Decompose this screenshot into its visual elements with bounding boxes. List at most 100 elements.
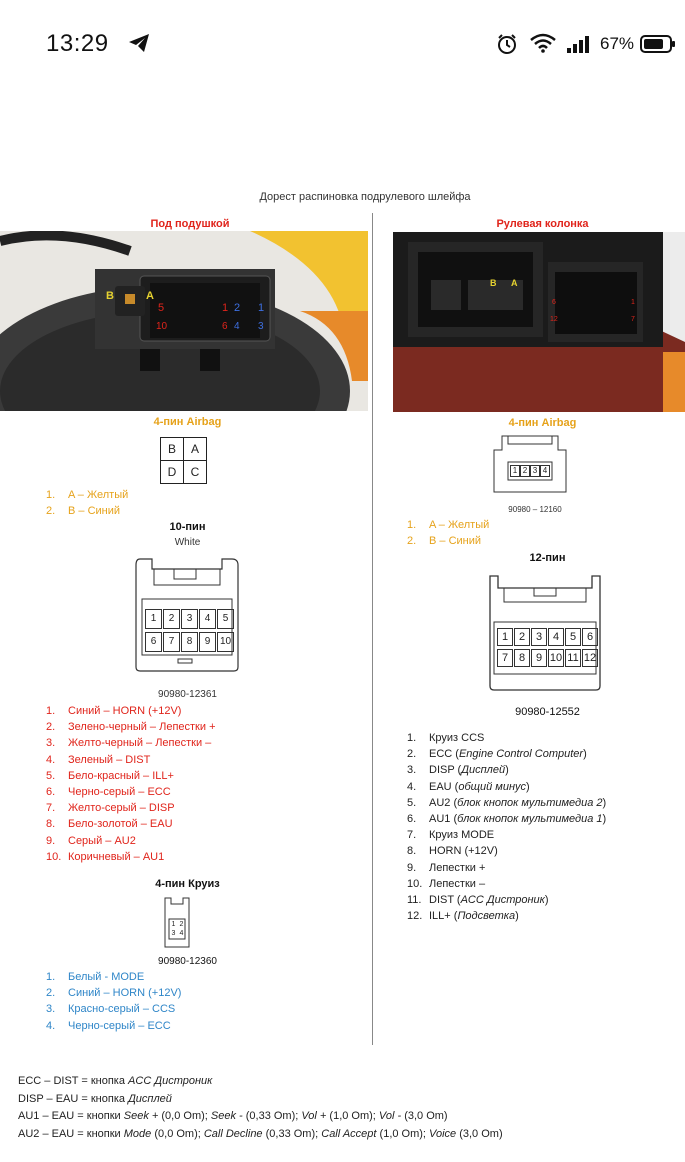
note-emphasis: ACC Дистроник <box>128 1075 213 1087</box>
cruise-connector-diagram: 1 2 3 4 <box>162 895 192 951</box>
list-item: 10.Лепестки – <box>407 876 606 892</box>
right-airbag-connector-diagram: 1 2 3 4 <box>490 430 570 502</box>
item-emphasis: общий минус <box>458 780 527 793</box>
status-time: 13:29 <box>46 30 109 57</box>
note-emphasis: Call Accept <box>321 1127 377 1140</box>
item-text: Черно-серый – ECC <box>68 785 171 798</box>
pin-cell: 1 <box>510 465 520 477</box>
pin-cell: 4 <box>540 465 550 477</box>
note-text: (1,0 Om); <box>376 1127 430 1140</box>
item-emphasis: блок кнопок мультимедиа 2 <box>457 796 603 809</box>
photo-label-a: A <box>146 290 154 302</box>
pin-cell: 8 <box>181 632 198 652</box>
cruise-pin-list: 1. Белый - MODE 2.Синий – HORN (+12V) 3. К… <box>46 969 181 1034</box>
note-emphasis: Дисплей <box>128 1092 172 1105</box>
list-item: 2.Синий – HORN (+12V) <box>46 985 181 1001</box>
photo-label-1: 1 <box>631 299 635 306</box>
list-item: 7.Круиз MODE <box>407 827 606 843</box>
item-number: 12. <box>407 910 423 923</box>
item-number: 6. <box>46 785 56 798</box>
pin-cell: 5 <box>565 628 581 646</box>
item-number: 1. <box>46 971 56 983</box>
item-number: 1. <box>407 519 417 531</box>
grid-cell: C <box>183 460 207 484</box>
photo-label-3: 3 <box>258 321 264 332</box>
list-item: 12.ILL+ (Подсветка) <box>407 908 606 924</box>
item-text: Черно-серый – ECC <box>68 1019 171 1032</box>
list-item: 8.HORN (+12V) <box>407 843 606 859</box>
note-emphasis: Seek - <box>210 1110 243 1122</box>
signal-icon <box>566 35 590 58</box>
pin-cell: 6 <box>582 628 598 646</box>
item-text: Красно-серый – CCS <box>68 1003 176 1016</box>
item-number: 2. <box>46 987 56 1000</box>
item-text: Серый – AU2 <box>68 834 136 847</box>
pin10-list: 1. Синий – HORN (+12V) 2.Зелено-черный – … <box>46 703 216 865</box>
note-line: DISP – EAU = кнопка Дисплей <box>18 1091 503 1109</box>
item-text: AU1 ( <box>429 812 458 825</box>
note-emphasis: Voice <box>429 1127 457 1140</box>
note-emphasis: Seek + <box>123 1110 159 1122</box>
item-text: Круиз CCS <box>429 732 485 744</box>
list-item: 1. Синий – HORN (+12V) <box>46 703 216 719</box>
pin-cell: 3 <box>531 628 547 646</box>
note-text: (0,0 Om); <box>158 1110 211 1122</box>
item-text: Синий – HORN (+12V) <box>68 705 182 717</box>
item-number: 3. <box>407 764 417 777</box>
note-line: AU1 – EAU = кнопки Seek + (0,0 Om); Seek… <box>18 1108 503 1126</box>
item-text: B – Синий <box>68 505 121 518</box>
grid-cell: B <box>160 437 184 461</box>
list-item: 10.Коричневый – AU1 <box>46 849 216 865</box>
pin10-title: 10-пин <box>169 521 206 533</box>
left-connector-photo: B A 5 1 2 1 10 6 4 3 <box>0 231 368 411</box>
photo-label-12: 12 <box>550 316 558 323</box>
note-text: (3,0 Om) <box>456 1127 503 1140</box>
note-text: ECC – DIST = кнопка <box>18 1075 129 1087</box>
item-tail: ) <box>602 796 607 809</box>
item-number: 2. <box>407 535 417 548</box>
photo-label-7: 7 <box>631 316 635 323</box>
list-item: 2.B – Синий <box>46 503 128 519</box>
pin-cell: 3 <box>171 930 176 937</box>
button-notes: ECC – DIST = кнопка ACC Дистроник DISP –… <box>18 1073 503 1143</box>
item-number: 4. <box>407 780 417 793</box>
alarm-icon <box>496 33 518 60</box>
item-emphasis: Дисплей <box>461 764 506 777</box>
list-item: 4.Черно-серый – ECC <box>46 1018 181 1034</box>
right-airbag-pin-list: 1.A – Желтый 2.B – Синий <box>407 517 489 549</box>
list-item: 4.EAU (общий минус) <box>407 779 606 795</box>
pin-cell: 3 <box>181 609 198 629</box>
item-number: 1. <box>46 705 56 717</box>
pin12-title: 12-пин <box>529 552 566 564</box>
item-text: Бело-красный – ILL+ <box>68 769 174 782</box>
item-text: Белый - MODE <box>68 971 145 983</box>
item-number: 9. <box>46 834 56 847</box>
pin-cell: 7 <box>163 632 180 652</box>
list-item: 11.DIST (ACC Дистроник) <box>407 892 606 908</box>
pin-cell: 10 <box>548 649 564 667</box>
pin12-connector-diagram: 1 2 3 4 5 6 7 8 9 10 11 12 <box>484 572 606 694</box>
list-item: 6.AU1 (блок кнопок мультимедиа 1) <box>407 811 606 827</box>
item-text: HORN (+12V) <box>429 845 498 858</box>
list-item: 2.Зелено-черный – Лепестки + <box>46 719 216 735</box>
pin-cell: 1 <box>171 921 176 928</box>
pin-cell: 3 <box>530 465 540 477</box>
note-emphasis: Vol - <box>378 1110 402 1122</box>
pin-cell: 12 <box>582 649 598 667</box>
battery-icon <box>640 35 676 58</box>
item-text: ILL+ ( <box>429 910 458 923</box>
grid-cell: D <box>160 460 184 484</box>
pin10-connector-diagram: 1 2 3 4 5 6 7 8 9 10 <box>132 555 242 675</box>
battery-percent: 67% <box>600 34 635 53</box>
pin-cell: 4 <box>548 628 564 646</box>
item-emphasis: блок кнопок мультимедиа 1 <box>457 812 603 825</box>
item-text: A – Желтый <box>429 519 490 531</box>
right-airbag-part-number: 90980 – 12160 <box>508 505 562 514</box>
item-text: Лепестки – <box>429 877 486 890</box>
grid-cell: A <box>183 437 207 461</box>
photo-label-b: B <box>106 290 114 302</box>
item-number: 3. <box>46 1003 56 1016</box>
item-number: 5. <box>46 769 56 782</box>
pin-cell: 4 <box>199 609 216 629</box>
list-item: 1. Белый - MODE <box>46 969 181 985</box>
